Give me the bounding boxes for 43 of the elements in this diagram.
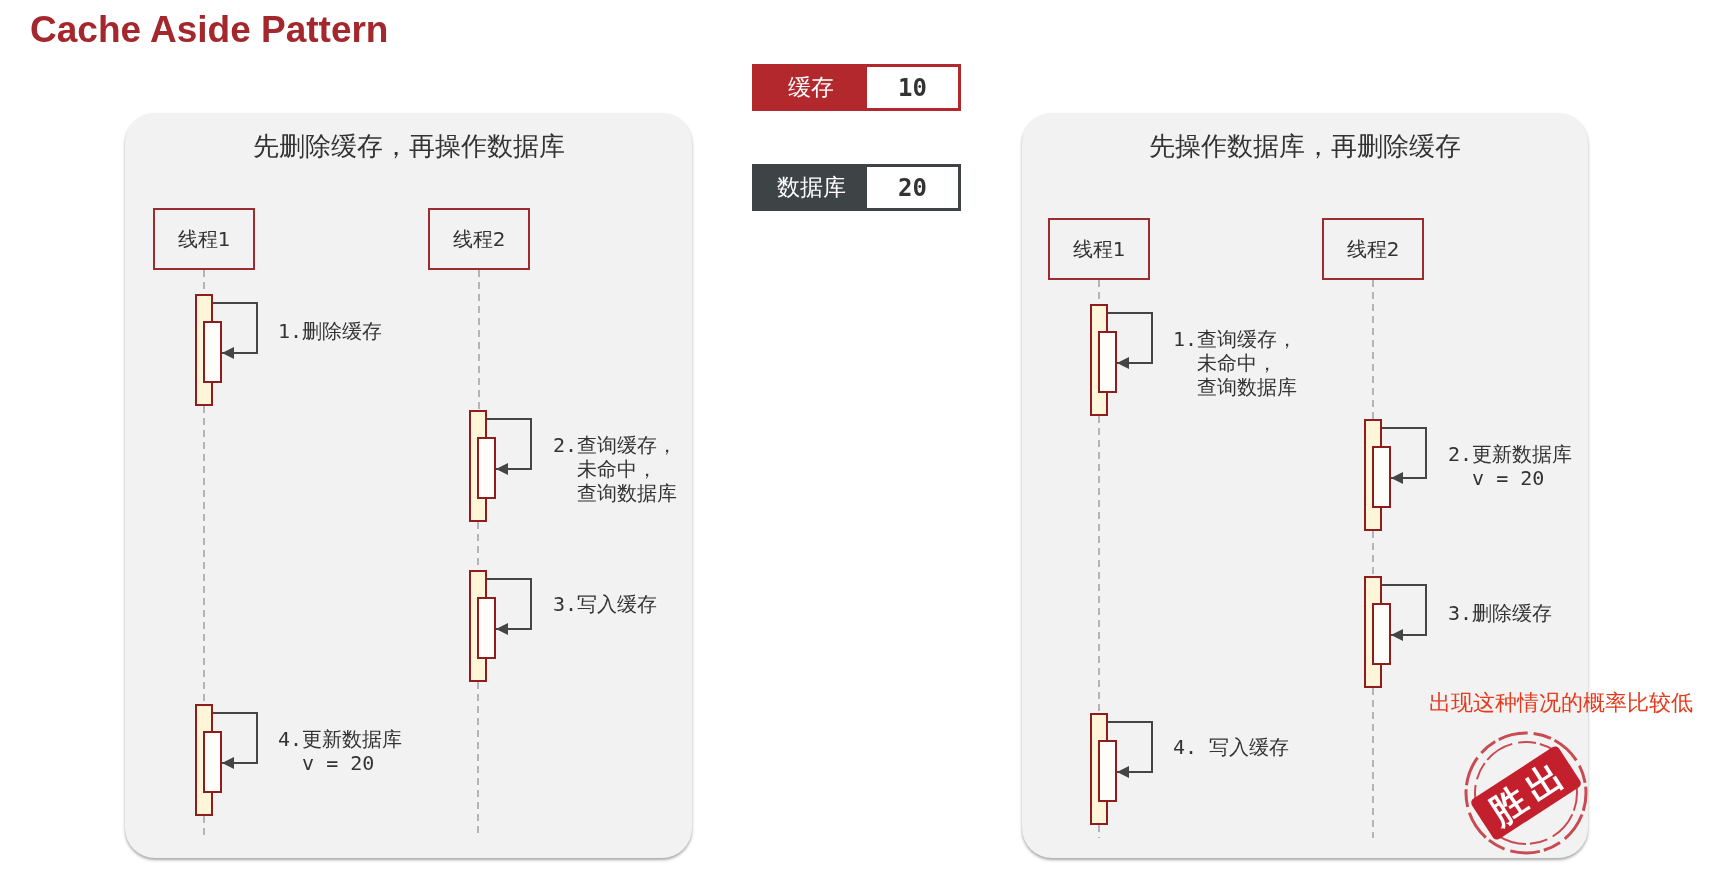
self-call-arrow [486, 418, 532, 475]
value-indicator [752, 64, 961, 111]
lifeline [1372, 279, 1374, 420]
self-call-arrow [212, 712, 258, 769]
lifeline-header: 线程2 [1322, 218, 1424, 280]
nested-activation-bar [1372, 603, 1391, 665]
panel-heading: 先操作数据库，再删除缓存 [1149, 130, 1461, 162]
value-indicator [752, 164, 961, 211]
lifeline [1372, 530, 1374, 577]
scenario-panel [125, 113, 692, 858]
nested-activation-bar [1098, 740, 1117, 802]
self-call-arrow [1381, 584, 1427, 641]
nested-activation-bar [203, 731, 222, 793]
message-label: 3.写入缓存 [553, 592, 658, 616]
self-call-arrow [1107, 721, 1153, 778]
nested-activation-bar [477, 597, 496, 659]
message-label: 3.删除缓存 [1448, 601, 1553, 625]
page-title: Cache Aside Pattern [30, 8, 389, 52]
self-call-arrow [1381, 427, 1427, 484]
lifeline-header: 线程1 [153, 208, 255, 270]
lifeline-header: 线程1 [1048, 218, 1150, 280]
nested-activation-bar [203, 321, 222, 383]
message-label: 4. 写入缓存 [1173, 735, 1290, 759]
lifeline [1372, 687, 1374, 839]
lifeline [478, 269, 480, 411]
message-label: 2.更新数据库 v = 20 [1448, 442, 1574, 490]
message-label: 1.删除缓存 [278, 319, 383, 343]
key-label: 数据库 [755, 167, 867, 208]
lifeline [1098, 415, 1100, 714]
note-text: 出现这种情况的概率比较低 [1429, 690, 1693, 716]
message-label: 4.更新数据库 v = 20 [278, 727, 404, 775]
nested-activation-bar [1372, 446, 1391, 508]
self-call-arrow [1107, 312, 1153, 369]
message-label: 2.查询缓存，未命中，查询数据库 [553, 433, 679, 505]
message-label: 1.查询缓存，未命中，查询数据库 [1173, 327, 1299, 399]
lifeline-header: 线程2 [428, 208, 530, 270]
nested-activation-bar [477, 437, 496, 499]
key-label: 缓存 [755, 67, 867, 108]
panel-heading: 先删除缓存，再操作数据库 [252, 130, 565, 162]
self-call-arrow [486, 578, 532, 635]
lifeline [1098, 824, 1100, 839]
nested-activation-bar [1098, 331, 1117, 393]
self-call-arrow [212, 302, 258, 359]
